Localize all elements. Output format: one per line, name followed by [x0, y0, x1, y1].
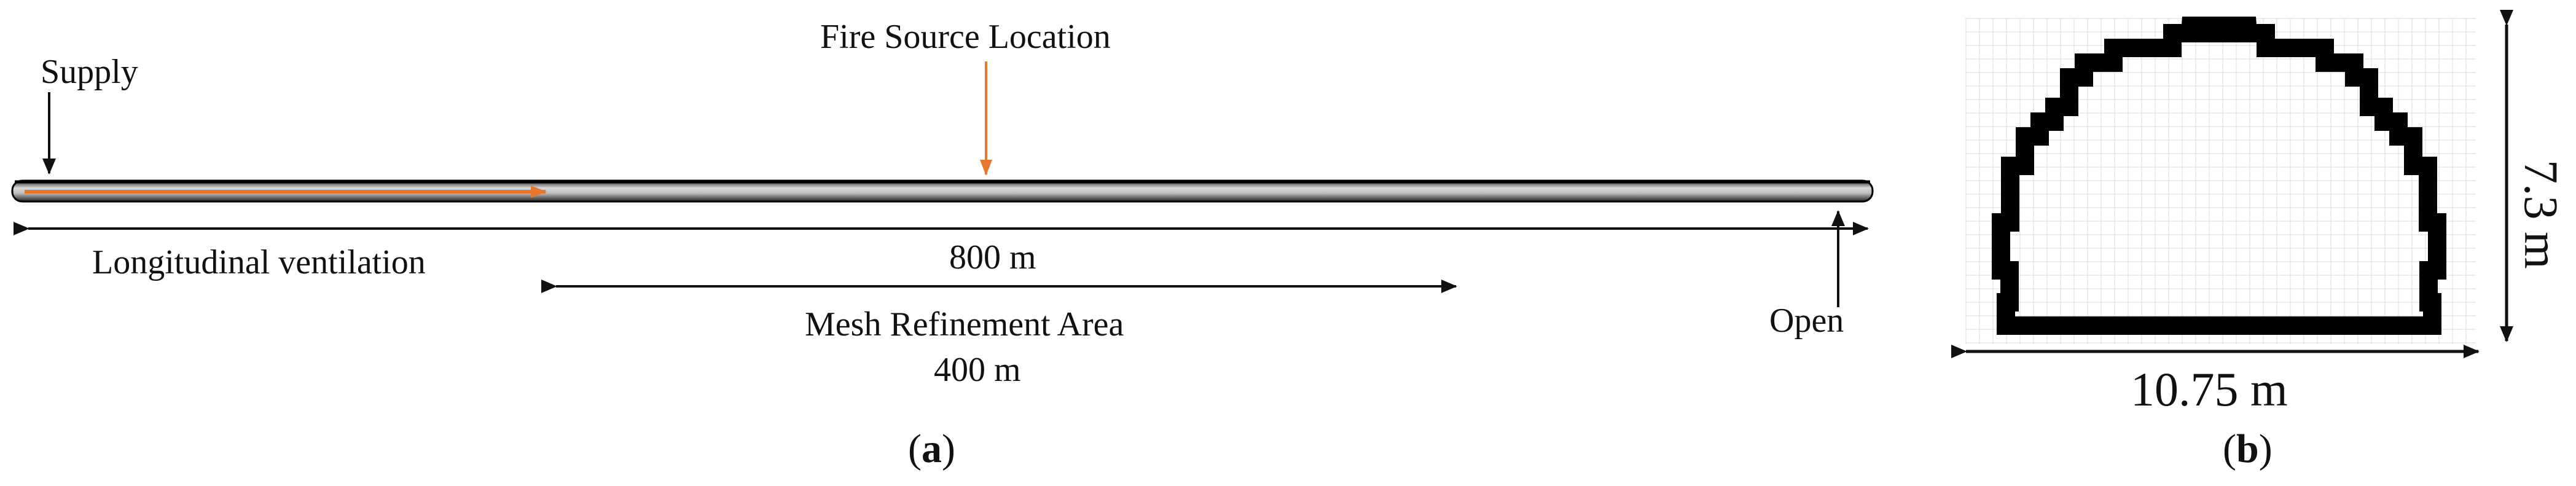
fire-source-label: Fire Source Location — [820, 18, 1111, 56]
tunnel-cross-section — [1992, 17, 2446, 335]
height-label: 7.3 m — [2515, 160, 2568, 269]
length-label: 800 m — [949, 238, 1036, 276]
panel-b: 7.3 m 10.75 m (b) — [1951, 10, 2568, 471]
panel-a: Supply Fire Source Location Longitudinal… — [11, 18, 1874, 471]
mesh-grid — [1965, 18, 2476, 344]
mesh-length-label: 400 m — [934, 351, 1021, 389]
panel-a-label: (a) — [908, 426, 955, 471]
width-label: 10.75 m — [2131, 363, 2288, 416]
supply-label: Supply — [41, 53, 138, 91]
panel-b-label: (b) — [2223, 426, 2273, 471]
longitudinal-ventilation-label: Longitudinal ventilation — [92, 243, 426, 281]
mesh-area-label: Mesh Refinement Area — [805, 305, 1124, 343]
open-label: Open — [1769, 302, 1844, 340]
